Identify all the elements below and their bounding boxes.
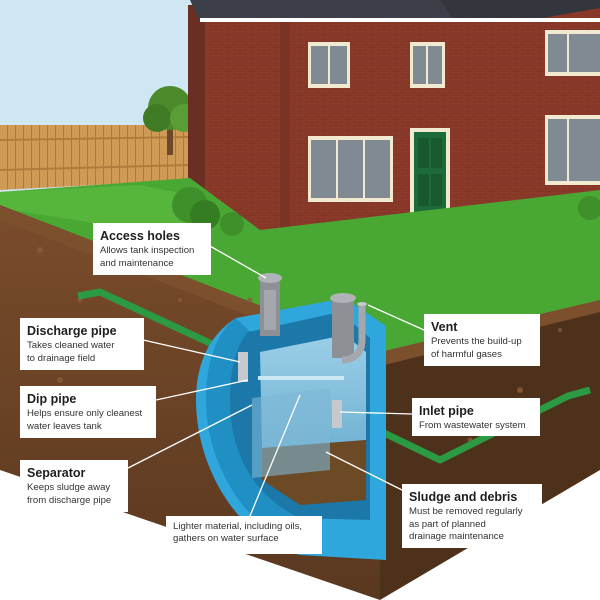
label-line: drainage maintenance [409, 531, 504, 543]
vent-pipe [341, 302, 367, 364]
label-vent: Vent Prevents the build-up of harmful ga… [424, 314, 540, 366]
label-line: of harmful gases [431, 348, 502, 360]
label-line: from discharge pipe [27, 494, 112, 506]
label-discharge-pipe: Discharge pipe Takes cleaned water to dr… [20, 318, 144, 370]
label-title: Vent [431, 320, 458, 334]
label-line: gathers on water surface [173, 533, 279, 545]
label-line: Lighter material, including oils, [173, 521, 303, 532]
label-separator: Separator Keeps sludge away from dischar… [20, 460, 128, 512]
label-line: Takes cleaned water [27, 340, 115, 352]
dip-pipe [238, 352, 248, 382]
label-title: Sludge and debris [409, 490, 518, 504]
label-sludge: Sludge and debris Must be removed regula… [402, 484, 542, 548]
label-access-holes: Access holes Allows tank inspection and … [93, 223, 211, 275]
label-line: Prevents the build-up [431, 336, 522, 348]
leader-lines [127, 245, 425, 529]
outlet-pipe [77, 288, 214, 348]
label-line: Helps ensure only cleanest [27, 408, 143, 420]
label-title: Separator [27, 466, 86, 480]
label-inlet-pipe: Inlet pipe From wastewater system [412, 398, 540, 436]
label-line: water leaves tank [27, 420, 102, 432]
label-line: Allows tank inspection [100, 245, 195, 257]
label-line: to drainage field [27, 352, 96, 364]
label-dip-pipe: Dip pipe Helps ensure only cleanest wate… [20, 386, 156, 438]
inlet-tee [332, 400, 342, 428]
label-line: as part of planned [409, 518, 486, 530]
label-line: Keeps sludge away [27, 482, 111, 494]
fence [0, 125, 191, 190]
label-title: Access holes [100, 229, 180, 243]
house [188, 0, 600, 245]
label-line: and maintenance [100, 257, 174, 269]
label-lighter-material: Lighter material, including oils, gather… [166, 516, 322, 554]
label-title: Discharge pipe [27, 324, 117, 338]
label-line: Must be removed regularly [409, 506, 523, 518]
access-hole-left [258, 273, 282, 336]
label-title: Dip pipe [27, 392, 77, 406]
label-line: From wastewater system [419, 420, 526, 432]
access-hole-right [330, 293, 356, 358]
bushes [172, 187, 600, 236]
label-title: Inlet pipe [419, 404, 474, 418]
